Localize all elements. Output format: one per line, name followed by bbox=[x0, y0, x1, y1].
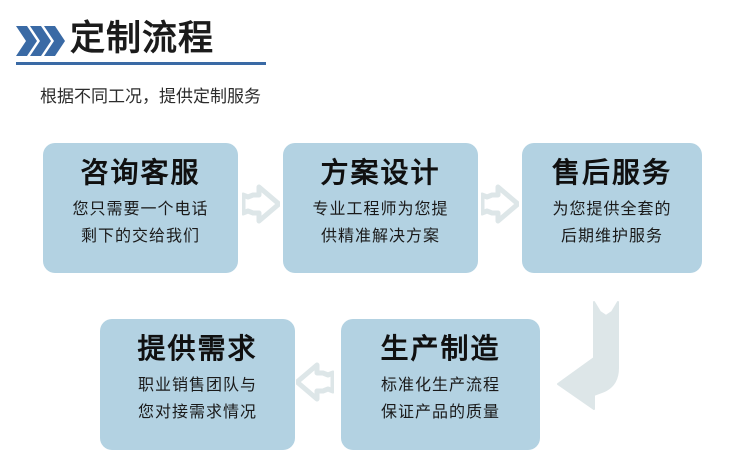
process-step-card-design[interactable]: 方案设计 专业工程师为您提 供精准解决方案 bbox=[283, 143, 478, 273]
title-underline-divider bbox=[16, 62, 266, 65]
card-description-line-2: 后期维护服务 bbox=[560, 226, 663, 245]
process-step-card-requirements[interactable]: 提供需求 职业销售团队与 您对接需求情况 bbox=[100, 319, 295, 450]
process-step-card-consultation[interactable]: 咨询客服 您只需要一个电话 剩下的交给我们 bbox=[43, 143, 238, 273]
arrow-left-icon bbox=[296, 362, 334, 402]
card-description-line-1: 为您提供全套的 bbox=[552, 199, 672, 218]
card-description: 标准化生产流程 保证产品的质量 bbox=[381, 371, 500, 425]
card-description-line-2: 供精准解决方案 bbox=[320, 226, 440, 245]
card-description-line-2: 剩下的交给我们 bbox=[80, 226, 200, 245]
card-description: 您只需要一个电话 剩下的交给我们 bbox=[72, 195, 208, 249]
card-title: 提供需求 bbox=[137, 333, 258, 364]
card-title: 生产制造 bbox=[380, 333, 501, 364]
card-title: 方案设计 bbox=[320, 157, 441, 188]
card-description: 专业工程师为您提 供精准解决方案 bbox=[312, 195, 448, 249]
header: 定制流程 bbox=[16, 16, 416, 68]
card-title: 售后服务 bbox=[551, 157, 672, 188]
card-description: 为您提供全套的 后期维护服务 bbox=[552, 195, 671, 249]
card-description: 职业销售团队与 您对接需求情况 bbox=[138, 371, 257, 425]
arrow-right-icon bbox=[481, 184, 519, 224]
card-description-line-2: 保证产品的质量 bbox=[380, 402, 500, 421]
process-step-card-manufacturing[interactable]: 生产制造 标准化生产流程 保证产品的质量 bbox=[341, 319, 540, 450]
card-description-line-1: 专业工程师为您提 bbox=[312, 199, 449, 218]
card-title: 咨询客服 bbox=[80, 157, 201, 188]
card-description-line-1: 职业销售团队与 bbox=[137, 375, 257, 394]
process-step-card-after-sales[interactable]: 售后服务 为您提供全套的 后期维护服务 bbox=[522, 143, 702, 273]
triple-chevron-right-icon bbox=[16, 24, 66, 58]
page-subtitle: 根据不同工况，提供定制服务 bbox=[40, 87, 261, 106]
arrow-right-icon bbox=[242, 184, 280, 224]
card-description-line-1: 您只需要一个电话 bbox=[72, 199, 209, 218]
card-description-line-1: 标准化生产流程 bbox=[380, 375, 500, 394]
page-title: 定制流程 bbox=[70, 19, 215, 58]
card-description-line-2: 您对接需求情况 bbox=[137, 402, 257, 421]
arrow-bend-down-left-icon bbox=[554, 296, 660, 418]
